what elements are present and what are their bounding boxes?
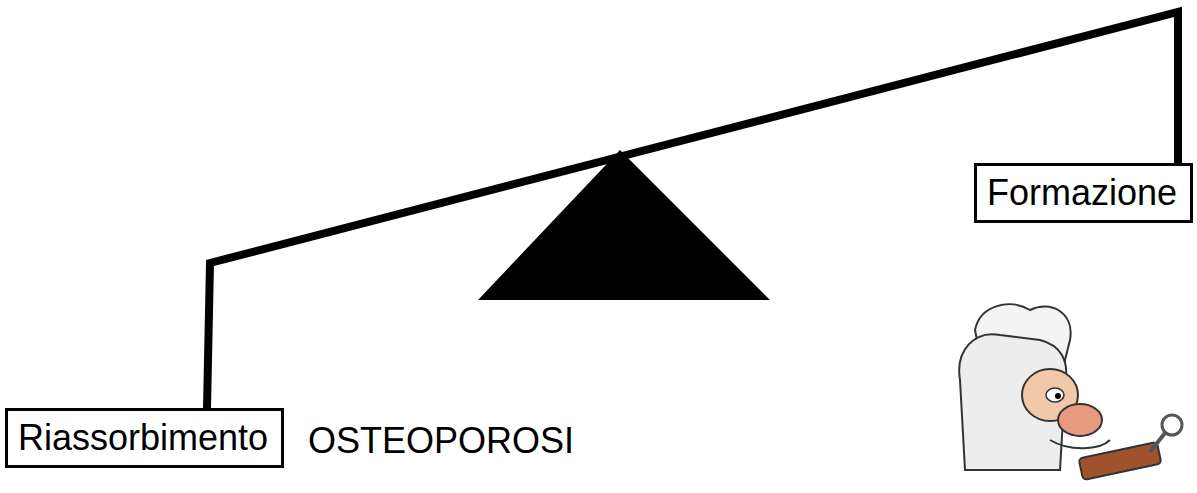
term-box: Riassorbimento <box>5 408 284 468</box>
fulcrum-triangle <box>478 150 770 300</box>
term-box: Formazione <box>974 163 1193 223</box>
term-text: Riassorbimento <box>18 417 271 459</box>
diagram-label: OSTEOPOROSI <box>308 420 574 462</box>
term-text: Formazione <box>987 172 1180 214</box>
cartoon-figure <box>959 304 1182 480</box>
